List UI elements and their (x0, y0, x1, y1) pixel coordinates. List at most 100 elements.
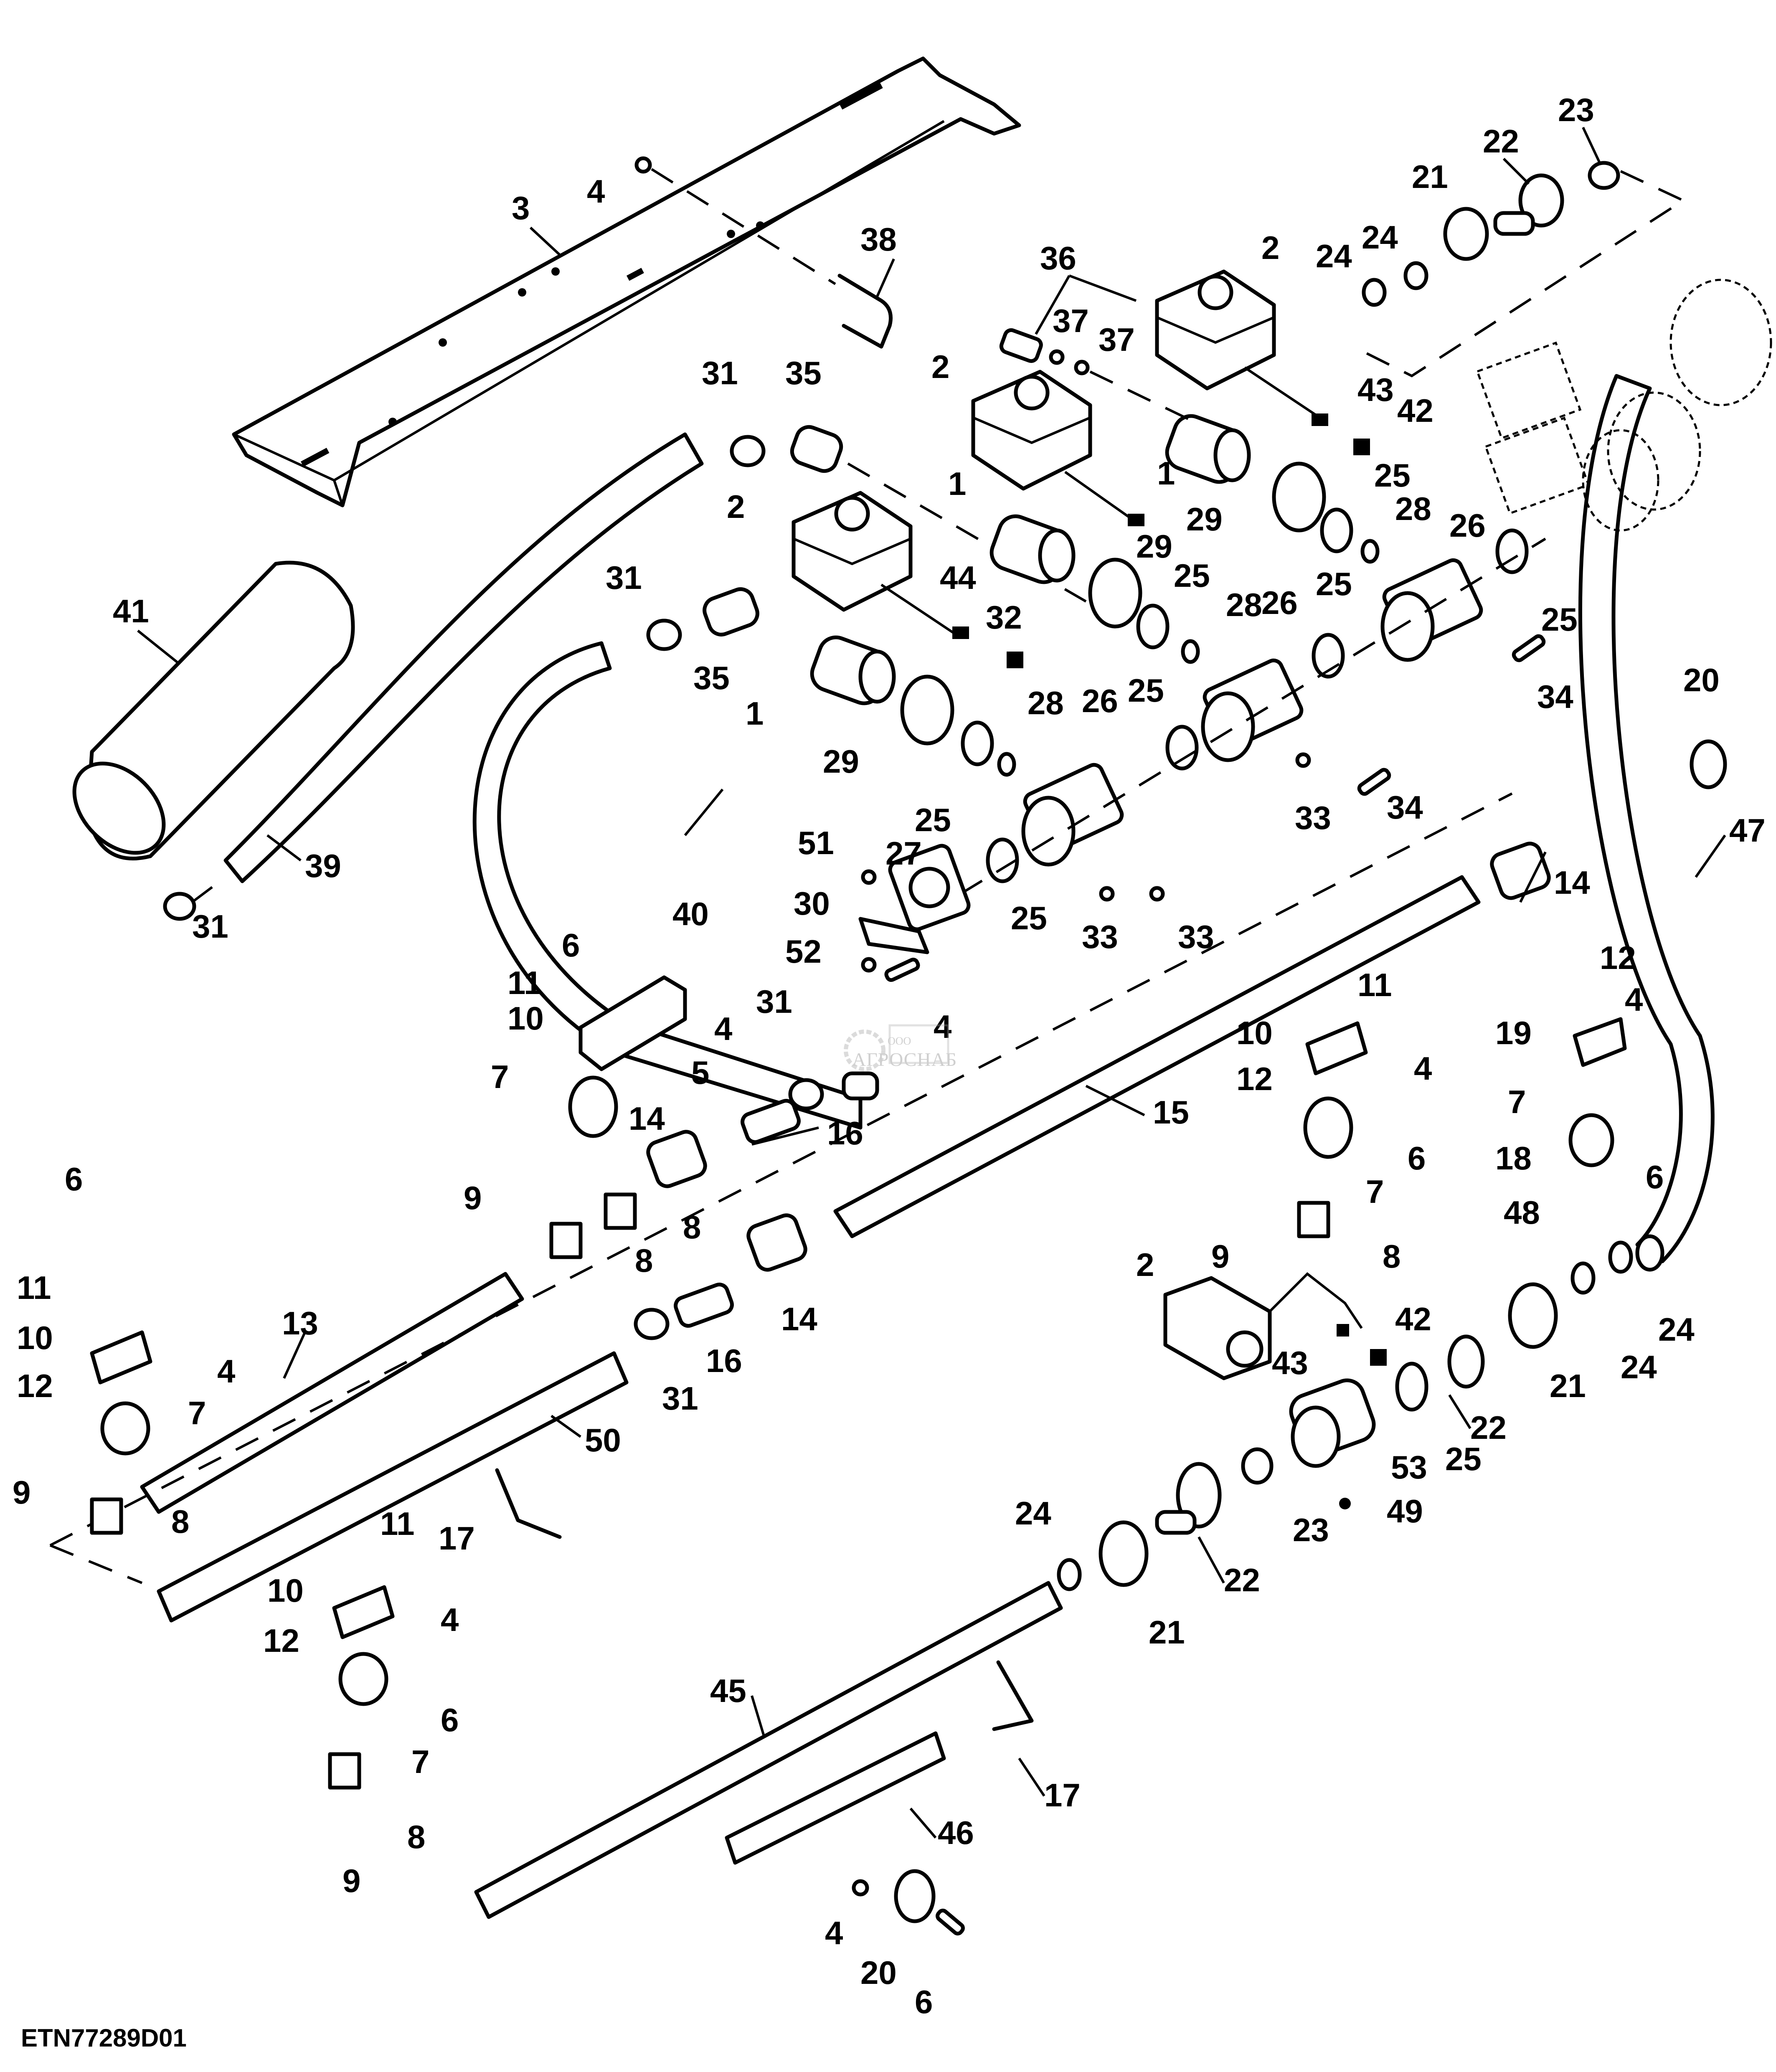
u-bolt (837, 274, 893, 349)
actuator-2-a (792, 491, 913, 612)
coupler-21-top (1443, 207, 1489, 261)
bracket-5 (578, 975, 687, 1071)
clip-24-d (1608, 1240, 1633, 1274)
o-ring-28-c (1360, 539, 1380, 564)
o-ring-25-b (1136, 604, 1170, 649)
protective-sleeve (72, 560, 355, 861)
fitting-16-b (674, 1283, 734, 1328)
o-ring-25-g (1495, 528, 1529, 574)
callout: 25 (1316, 566, 1352, 602)
clamp-29-b (1088, 558, 1142, 629)
pipe-50 (157, 1351, 629, 1623)
callout: 4 (1414, 1050, 1432, 1087)
callout: 11 (507, 964, 542, 1001)
callout: 32 (986, 599, 1022, 636)
callout: 31 (702, 355, 738, 391)
clip-8-a (549, 1222, 583, 1259)
fitting-16-a (741, 1099, 801, 1144)
callout: 2 (1261, 229, 1279, 266)
callout: 31 (192, 908, 228, 945)
callout: 34 (1387, 789, 1423, 826)
clamp-31-c (646, 619, 682, 651)
callout: 25 (1374, 457, 1411, 494)
callout: 25 (1011, 900, 1047, 936)
nut-52 (861, 957, 877, 973)
callout: 20 (860, 1954, 897, 1991)
clamp-7-d (1568, 1113, 1614, 1167)
callout: 8 (171, 1503, 189, 1540)
callout: 1 (746, 695, 764, 732)
callout: 33 (1178, 918, 1214, 955)
nut-33-c (1149, 886, 1165, 902)
callout: 26 (1449, 507, 1486, 544)
figure-id: ETN77289D01 (21, 2024, 187, 2052)
callout: 6 (1646, 1159, 1664, 1195)
clamp-7-b (100, 1401, 150, 1456)
watermark-prefix: ООО (888, 1035, 911, 1047)
coupling-22-lower-b (1155, 1462, 1222, 1535)
callout: 25 (1541, 601, 1578, 638)
callout: 42 (1395, 1301, 1431, 1337)
callout: 31 (606, 559, 642, 596)
clamp-31-e (634, 1308, 670, 1340)
bolt-hardware (884, 958, 920, 982)
callout: 2 (931, 348, 949, 385)
callout: 7 (491, 1058, 509, 1095)
callout: 8 (635, 1242, 653, 1279)
callout: 7 (1508, 1083, 1526, 1120)
elbow-fitting-35-a (790, 425, 843, 473)
callout: 29 (1186, 501, 1223, 538)
callout: 24 (1015, 1495, 1051, 1532)
tool-17-b (992, 1660, 1034, 1731)
callout: 51 (798, 824, 834, 861)
callout: 29 (823, 743, 859, 780)
callout: 4 (825, 1915, 843, 1951)
callout: 40 (672, 895, 709, 932)
callout: 21 (1550, 1367, 1586, 1404)
ring-23-lower (1241, 1447, 1274, 1485)
connector-44 (952, 626, 969, 639)
hose-39 (223, 432, 704, 883)
callout: 7 (1366, 1173, 1384, 1210)
callout: 21 (1412, 158, 1448, 195)
connector-43-lower (1337, 1324, 1349, 1337)
callout: 11 (1357, 966, 1392, 1003)
callout: 6 (915, 1983, 933, 2020)
clamp-31-b (730, 435, 766, 467)
callout: 41 (113, 593, 149, 629)
cable-a (880, 583, 957, 636)
nut-33-a (1295, 752, 1311, 768)
bolt-34-b (1357, 768, 1391, 796)
callout: 11 (17, 1269, 51, 1306)
plug-49 (1339, 1498, 1351, 1509)
callout: 6 (1408, 1140, 1426, 1177)
callout: 10 (507, 1000, 544, 1037)
callout: 24 (1362, 219, 1398, 256)
callout: 14 (781, 1301, 817, 1337)
callout: 30 (794, 885, 830, 922)
callout: 21 (1149, 1614, 1185, 1651)
callout: 17 (439, 1520, 475, 1557)
callout: 46 (938, 1814, 974, 1851)
callout: 20 (1683, 662, 1720, 698)
callout: 10 (1236, 1014, 1273, 1051)
end-plate-27 (888, 844, 971, 931)
callout: 38 (860, 221, 897, 258)
callout: 17 (1044, 1777, 1081, 1813)
callout: 1 (1157, 455, 1175, 492)
callout: 13 (282, 1305, 318, 1342)
pipe-15 (833, 875, 1481, 1238)
o-ring-28-a (997, 752, 1016, 777)
clamp-7-e (338, 1652, 388, 1706)
callout: 8 (407, 1818, 425, 1855)
callout: 26 (1261, 584, 1298, 621)
callout: 34 (1537, 678, 1573, 715)
callout: 16 (706, 1342, 742, 1379)
actuator-2-d (1163, 1276, 1272, 1380)
bolt-51 (861, 869, 877, 885)
callout: 16 (827, 1115, 863, 1151)
bracket-12-c (1573, 1017, 1627, 1067)
cable-c (1244, 366, 1321, 419)
coupling-22-lower-a (1447, 1334, 1485, 1389)
bracket-30 (858, 917, 929, 954)
